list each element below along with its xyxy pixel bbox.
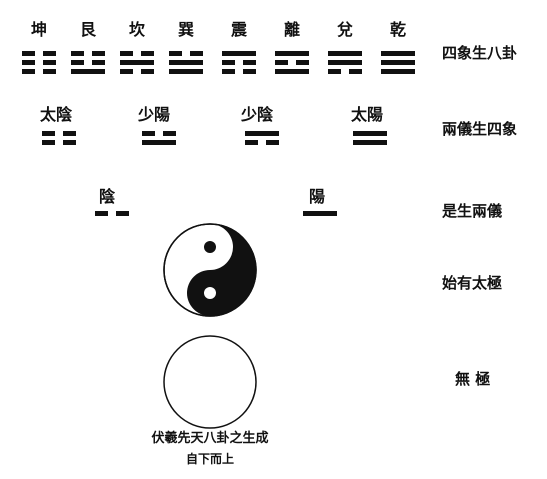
trigram-yin-line-segment (120, 69, 133, 74)
trigram-yang-line (328, 51, 362, 56)
caption-subtitle: 自下而上 (185, 452, 234, 466)
trigram-name-kan: 坎 (128, 20, 145, 39)
trigram-yin-line-segment (349, 69, 362, 74)
trigram-yin-line-segment (22, 60, 35, 65)
trigram-yin-line-segment (92, 60, 105, 65)
trigram-name-gen: 艮 (79, 20, 96, 39)
trigram-yin-line-segment (71, 51, 84, 56)
mode-yin-line-segment (95, 211, 108, 216)
trigram-name-xun: 巽 (177, 20, 194, 39)
trigram-yin-line-segment (141, 69, 154, 74)
image-yin-line-segment (142, 131, 155, 136)
image-name-taiyin: 太陰 (40, 105, 73, 124)
trigram-yin-line-segment (169, 51, 182, 56)
trigram-yin-line-segment (243, 69, 256, 74)
image-yin-line-segment (63, 131, 76, 136)
row-label-two-modes: 是生兩儀 (442, 202, 503, 220)
trigram-name-li: 離 (283, 20, 300, 39)
trigram-yang-line (381, 69, 415, 74)
trigram-yang-line (120, 60, 154, 65)
trigram-yang-line (275, 69, 309, 74)
trigram-yin-line-segment (222, 69, 235, 74)
trigram-yang-line (381, 51, 415, 56)
row-label-wuji: 無 極 (455, 370, 491, 388)
image-name-shaoyin: 少陰 (241, 105, 274, 124)
image-yin-line-segment (63, 140, 76, 145)
trigram-name-zhen: 震 (230, 20, 247, 39)
trigram-yang-line (381, 60, 415, 65)
trigram-yin-line-segment (222, 60, 235, 65)
trigram-yin-line-segment (275, 60, 288, 65)
trigram-yang-line (71, 69, 105, 74)
trigram-yin-line-segment (328, 69, 341, 74)
trigram-name-dui: 兌 (336, 20, 353, 39)
trigram-yin-line-segment (43, 51, 56, 56)
trigram-yin-line-segment (243, 60, 256, 65)
trigram-yin-line-segment (71, 60, 84, 65)
trigram-yang-line (222, 51, 256, 56)
mode-name-yang: 陽 (309, 187, 326, 206)
trigram-yin-line-segment (43, 60, 56, 65)
trigram-yang-line (328, 60, 362, 65)
image-yang-line (353, 131, 387, 136)
row-label-trigrams: 四象生八卦 (442, 44, 518, 62)
wuji-circle (163, 335, 257, 429)
image-yin-line-segment (42, 140, 55, 145)
trigram-yang-line (169, 69, 203, 74)
trigram-yin-line-segment (141, 51, 154, 56)
image-yang-line (142, 140, 176, 145)
trigram-yin-line-segment (296, 60, 309, 65)
image-yin-line-segment (266, 140, 279, 145)
image-yin-line-segment (245, 140, 258, 145)
row-label-taiji: 始有太極 (442, 274, 503, 292)
image-yang-line (353, 140, 387, 145)
trigram-yin-line-segment (22, 69, 35, 74)
trigram-yang-line (169, 60, 203, 65)
image-name-taiyang: 太陽 (351, 105, 384, 124)
mode-yin-line-segment (116, 211, 129, 216)
trigram-yin-line-segment (120, 51, 133, 56)
image-yin-line-segment (163, 131, 176, 136)
row-label-four-images: 兩儀生四象 (442, 120, 518, 138)
trigram-yin-line-segment (92, 51, 105, 56)
taiji-symbol (163, 223, 257, 317)
image-yin-line-segment (42, 131, 55, 136)
caption-title: 伏羲先天八卦之生成 (151, 431, 269, 446)
trigram-yin-line-segment (43, 69, 56, 74)
mode-name-yin: 陰 (99, 187, 116, 206)
image-name-shaoyang: 少陽 (138, 105, 171, 124)
image-yang-line (245, 131, 279, 136)
trigram-name-kun: 坤 (30, 20, 47, 39)
trigram-yin-line-segment (22, 51, 35, 56)
trigram-name-qian: 乾 (389, 20, 406, 39)
trigram-yang-line (275, 51, 309, 56)
mode-yang-line (303, 211, 337, 216)
trigram-yin-line-segment (190, 51, 203, 56)
